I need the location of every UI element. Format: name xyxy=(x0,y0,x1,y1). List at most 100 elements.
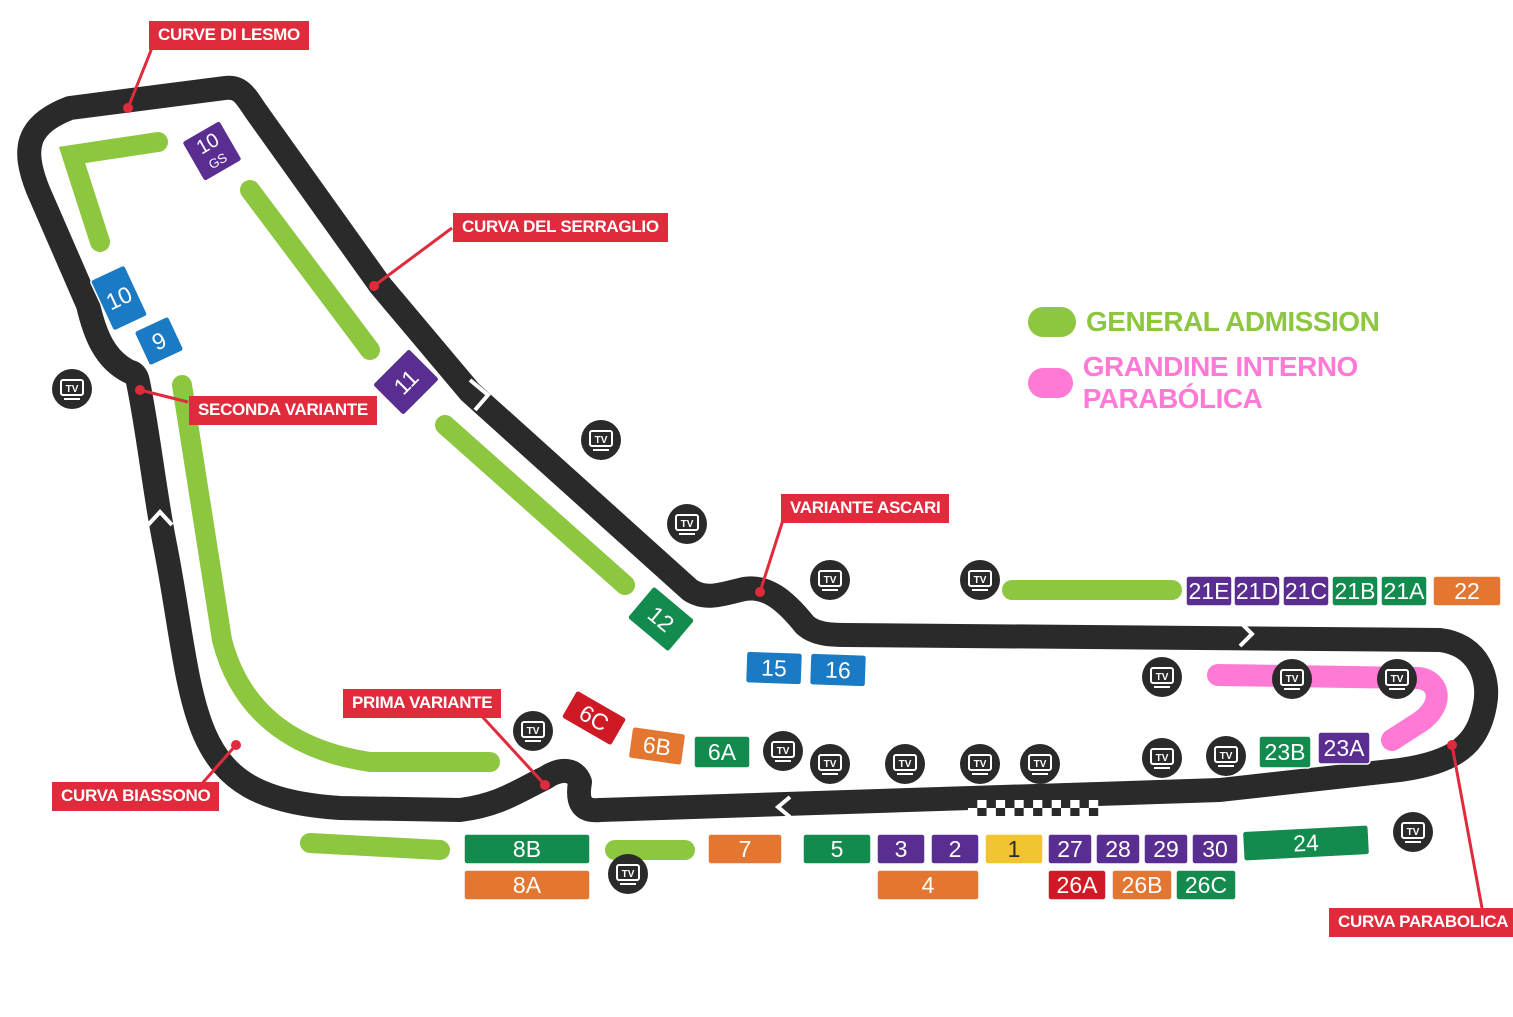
callout-prima-variante: PRIMA VARIANTE xyxy=(343,689,502,718)
grandstand-30[interactable]: 30 xyxy=(1191,833,1239,865)
svg-text:TV: TV xyxy=(974,759,987,770)
direction-chevron xyxy=(146,509,174,527)
legend-label-grandine: GRANDINE INTERNO PARABÓLICA xyxy=(1082,351,1359,414)
svg-text:21A: 21A xyxy=(1384,578,1426,604)
svg-text:3: 3 xyxy=(895,836,908,862)
svg-text:23B: 23B xyxy=(1265,739,1306,765)
grandstand-8a[interactable]: 8A xyxy=(463,869,591,901)
svg-text:21C: 21C xyxy=(1285,578,1327,604)
svg-text:16: 16 xyxy=(825,657,851,684)
grandstand-21e[interactable]: 21E xyxy=(1185,575,1233,607)
svg-text:30: 30 xyxy=(1202,836,1228,862)
svg-text:28: 28 xyxy=(1105,836,1131,862)
grandstand-26c[interactable]: 26C xyxy=(1175,869,1237,901)
svg-text:21D: 21D xyxy=(1236,578,1278,604)
tv-camera-icon: TV xyxy=(1393,812,1433,852)
grandstand-22[interactable]: 22 xyxy=(1432,575,1502,607)
grandstand-11[interactable]: 11 xyxy=(372,348,440,416)
grandstand-6c[interactable]: 6C xyxy=(561,689,627,747)
grandstand-28[interactable]: 28 xyxy=(1095,833,1141,865)
svg-text:TV: TV xyxy=(1407,827,1420,838)
svg-text:TV: TV xyxy=(899,759,912,770)
svg-text:TV: TV xyxy=(1156,672,1169,683)
svg-text:TV: TV xyxy=(66,384,79,395)
svg-text:21E: 21E xyxy=(1189,578,1230,604)
legend-grandine: GRANDINE INTERNO PARABÓLICA xyxy=(1028,351,1513,415)
legend-swatch-general-admission xyxy=(1028,307,1076,337)
svg-text:21B: 21B xyxy=(1335,578,1376,604)
grandstand-1[interactable]: 1 xyxy=(984,833,1044,865)
tv-camera-icon: TV xyxy=(52,369,92,409)
svg-text:5: 5 xyxy=(831,836,844,862)
start-finish-line xyxy=(968,800,1099,816)
tv-camera-icon: TV xyxy=(1377,659,1417,699)
tv-camera-icon: TV xyxy=(1142,657,1182,697)
svg-text:24: 24 xyxy=(1293,829,1320,856)
grandstand-4[interactable]: 4 xyxy=(876,869,980,901)
grandstand-8b[interactable]: 8B xyxy=(463,833,591,865)
svg-text:7: 7 xyxy=(739,836,752,862)
tv-camera-icon: TV xyxy=(960,560,1000,600)
grandstand-23a[interactable]: 23A xyxy=(1317,731,1371,765)
callout-dots xyxy=(123,103,1457,790)
grandstand-3[interactable]: 3 xyxy=(876,833,926,865)
grandstand-27[interactable]: 27 xyxy=(1047,833,1093,865)
grandstand-21d[interactable]: 21D xyxy=(1233,575,1281,607)
grandine-interno-parabolica-area xyxy=(1207,664,1448,751)
general-admission-areas xyxy=(58,132,1182,860)
grandstand-10[interactable]: 10 xyxy=(90,264,148,332)
svg-text:TV: TV xyxy=(1286,674,1299,685)
svg-text:TV: TV xyxy=(777,746,790,757)
tv-camera-icon: TV xyxy=(810,560,850,600)
tv-camera-icon: TV xyxy=(667,504,707,544)
grandstand-5[interactable]: 5 xyxy=(802,833,872,865)
callout-curve-di-lesmo: CURVE DI LESMO xyxy=(149,21,309,50)
grandstand-6a[interactable]: 6A xyxy=(693,735,751,769)
grandstand-16[interactable]: 16 xyxy=(808,652,868,688)
callout-variante-ascari: VARIANTE ASCARI xyxy=(781,494,950,523)
svg-text:TV: TV xyxy=(824,575,837,586)
tv-camera-icon: TV xyxy=(960,744,1000,784)
svg-text:TV: TV xyxy=(622,869,635,880)
tv-camera-icon: TV xyxy=(1272,659,1312,699)
direction-chevron xyxy=(468,378,491,412)
svg-text:TV: TV xyxy=(681,519,694,530)
race-track xyxy=(17,75,1499,823)
svg-text:8B: 8B xyxy=(513,836,541,862)
grandstand-2[interactable]: 2 xyxy=(930,833,980,865)
svg-text:29: 29 xyxy=(1153,836,1179,862)
svg-text:TV: TV xyxy=(527,726,540,737)
tv-camera-icon: TV xyxy=(581,420,621,460)
tv-camera-icon: TV xyxy=(885,744,925,784)
grandstand-24[interactable]: 24 xyxy=(1241,824,1371,862)
grandstand-21b[interactable]: 21B xyxy=(1331,575,1379,607)
grandstand-12[interactable]: 12 xyxy=(627,586,695,653)
grandstand-26b[interactable]: 26B xyxy=(1111,869,1173,901)
svg-text:23A: 23A xyxy=(1324,735,1366,761)
tv-camera-icon: TV xyxy=(1020,744,1060,784)
tv-camera-icon: TV xyxy=(810,744,850,784)
svg-text:15: 15 xyxy=(761,655,787,682)
svg-text:TV: TV xyxy=(824,759,837,770)
grandstand-21c[interactable]: 21C xyxy=(1282,575,1330,607)
tv-camera-icon: TV xyxy=(1206,736,1246,776)
grandstand-15[interactable]: 15 xyxy=(744,650,804,686)
grandstand-26a[interactable]: 26A xyxy=(1047,869,1107,901)
svg-text:27: 27 xyxy=(1057,836,1083,862)
direction-chevron xyxy=(774,795,792,819)
legend-general-admission: GENERAL ADMISSION xyxy=(1028,306,1380,338)
grandstand-7[interactable]: 7 xyxy=(707,833,783,865)
grandstand-29[interactable]: 29 xyxy=(1143,833,1189,865)
grandstand-9[interactable]: 9 xyxy=(133,315,185,367)
direction-chevron xyxy=(1238,620,1255,648)
svg-text:2: 2 xyxy=(949,836,962,862)
svg-text:4: 4 xyxy=(922,872,935,898)
grandstand-21a[interactable]: 21A xyxy=(1380,575,1428,607)
callout-seconda-variante: SECONDA VARIANTE xyxy=(189,396,377,425)
grandstand-23b[interactable]: 23B xyxy=(1258,735,1312,769)
callout-curva-del-serraglio: CURVA DEL SERRAGLIO xyxy=(453,213,668,242)
svg-text:26C: 26C xyxy=(1185,872,1227,898)
grandstand-6b[interactable]: 6B xyxy=(627,726,687,766)
